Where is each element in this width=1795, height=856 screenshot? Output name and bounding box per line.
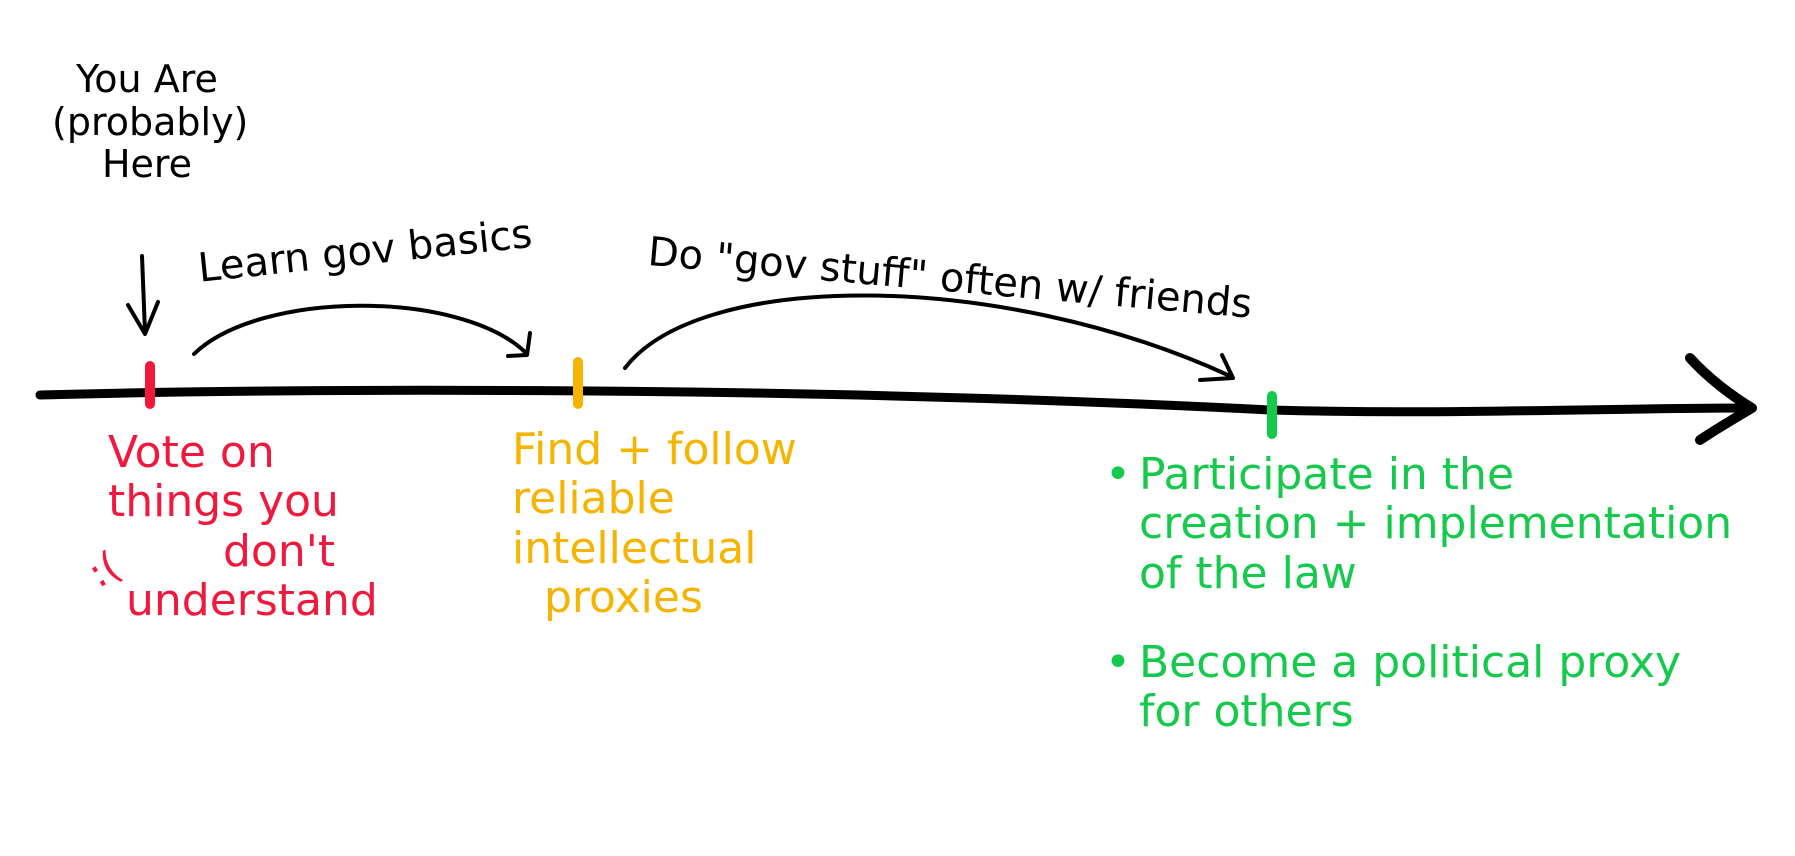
stage-red-line: don't [223,525,336,577]
you-are-here-arrow [126,254,160,336]
list-item: • Participate in the creation + implemen… [1105,450,1732,598]
stage-yellow-text: Find + follow reliable intellectual prox… [512,425,797,622]
you-are-here-label: You Are (probably) Here [52,57,249,187]
you-are-here-line: Here [101,142,193,187]
list-item-line: creation + implementation [1139,498,1733,550]
stage-red-line: Vote on [108,427,275,478]
you-are-here-line: (probably) [52,99,249,144]
list-item: • Become a political proxy for others [1105,638,1732,737]
stage-red-line: understand [126,574,378,626]
stage-yellow-line: Find + follow [512,424,797,475]
timeline-axis [35,385,1755,417]
transition-arc-1 [192,303,527,356]
bullet-icon: • [1105,449,1131,500]
transition-arc-2-head [1198,353,1235,382]
you-are-here-line: You Are [76,57,218,101]
transition-arc-1-head [506,331,532,358]
list-item-line: Participate in the [1139,449,1515,500]
list-item-line: of the law [1139,547,1357,599]
list-item-line: Become a political proxy [1139,636,1682,688]
timeline-arrowhead [1685,353,1757,445]
stage-yellow-line: intellectual [512,522,757,574]
transition-arc-2 [623,293,1232,378]
bullet-icon: • [1105,636,1131,688]
stage-red-text: Vote on things you don't understand [108,428,378,625]
list-item-line: for others [1139,686,1354,738]
stage-yellow-line: proxies [544,571,703,623]
stage-green-list: • Participate in the creation + implemen… [1105,450,1732,776]
stage-yellow-line: reliable [512,473,675,525]
stage-red-line: things you [108,476,339,528]
